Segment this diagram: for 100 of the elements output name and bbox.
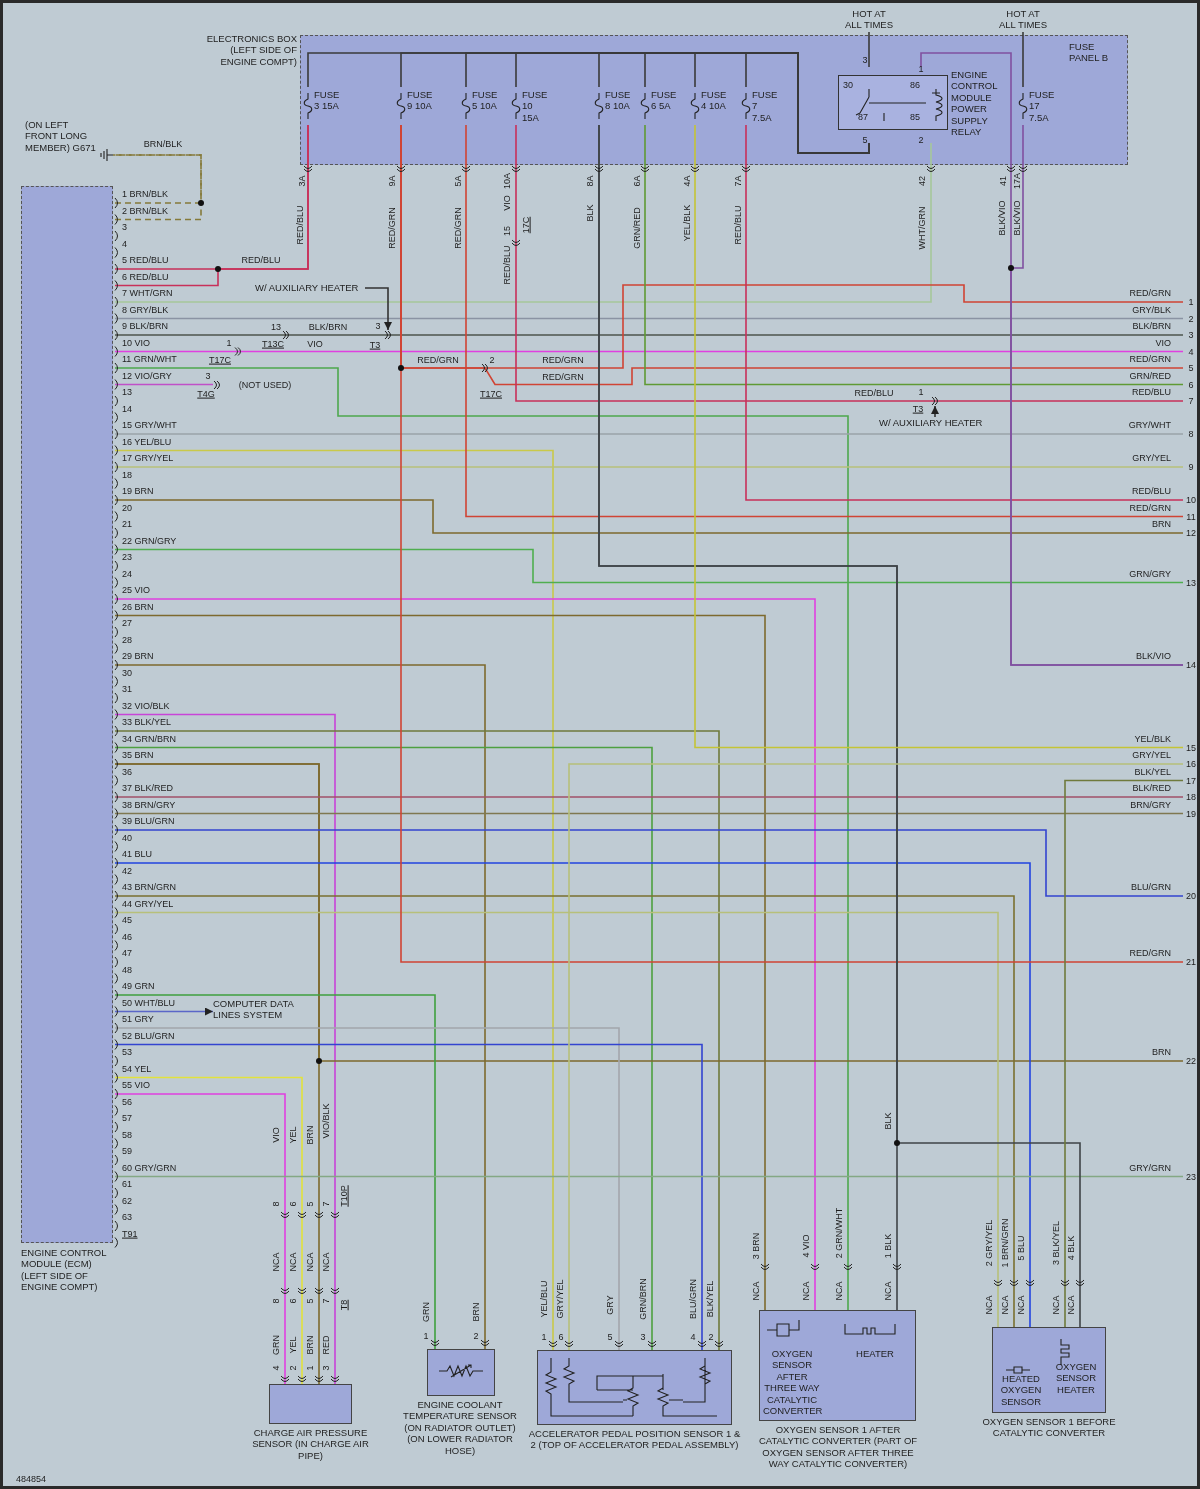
wire-color-label: GRY xyxy=(604,1295,616,1315)
wire xyxy=(568,763,1184,1351)
wire-color-label: NCA xyxy=(1065,1295,1077,1315)
wire-color-label: 3 BRN xyxy=(750,1232,762,1260)
wire-color-label: GRN/RED xyxy=(631,207,643,249)
component-label: ELECTRONICS BOX (LEFT SIDE OF ENGINE COMPT) xyxy=(205,33,297,68)
pin-label: 51 GRY xyxy=(122,1013,154,1025)
page-reference-number: 15 xyxy=(1183,740,1197,755)
pin-label: 24 xyxy=(122,568,132,579)
wire xyxy=(114,334,1184,336)
terminal-number: 13 xyxy=(271,321,281,333)
page-reference-number: 16 xyxy=(1183,757,1197,771)
connector-id: T3 xyxy=(369,339,381,351)
wire xyxy=(114,664,486,1350)
pin-label: 2 BRN/BLK xyxy=(122,205,169,216)
wire-color-label: GRN/RED xyxy=(1129,370,1171,381)
wire-color-label: VIO xyxy=(270,1127,282,1143)
terminal-number: 8 xyxy=(270,1298,282,1304)
terminal-number: 6 xyxy=(558,1331,564,1343)
pin-label: 55 VIO xyxy=(122,1079,150,1091)
page-reference-number: 6 xyxy=(1183,377,1197,392)
pin-label: 32 VIO/BLK xyxy=(122,700,170,711)
terminal-number: 7 xyxy=(320,1298,332,1304)
wire xyxy=(114,449,554,1351)
terminal-number: 1 xyxy=(918,386,924,398)
terminal-number: 2 xyxy=(918,134,924,146)
terminal-number: 3A xyxy=(296,175,308,187)
wire xyxy=(694,124,1184,749)
wire-color-label: NCA xyxy=(800,1281,812,1301)
wire-color-label: 2 GRY/YEL xyxy=(983,1219,995,1267)
terminal-number: 3 xyxy=(862,54,868,66)
wire xyxy=(745,52,870,154)
relay-label: ENGINE CONTROL MODULE POWER SUPPLY RELAY xyxy=(951,69,999,138)
wire-color-label: GRY/BLK xyxy=(1132,304,1171,315)
wire-color-label: RED/BLU xyxy=(732,205,744,245)
wire xyxy=(868,31,870,68)
wire-color-label: RED/BLU xyxy=(241,254,281,266)
wire-color-label: YEL xyxy=(287,1126,299,1144)
wire-color-label: BRN xyxy=(470,1302,482,1322)
terminal-number: 1 xyxy=(423,1330,429,1342)
terminal-number: 42 xyxy=(916,176,928,186)
terminal-number: 2 xyxy=(489,354,495,366)
wire-color-label: 3 BLK/YEL xyxy=(1050,1221,1062,1265)
wire-color-label: BRN/BLK xyxy=(143,138,183,150)
wire-color-label: RED/GRN xyxy=(386,207,398,249)
pin-label: 46 xyxy=(122,931,132,942)
page-reference-number: 1 xyxy=(1183,295,1197,309)
wire-color-label: GRY/YEL xyxy=(554,1279,566,1319)
terminal-number: 5 xyxy=(304,1298,316,1304)
fuse-label: FUSE 10 15A xyxy=(522,89,548,124)
pin-label: 30 xyxy=(122,667,132,678)
terminal-number: 1 xyxy=(226,337,232,349)
wire xyxy=(114,466,1184,468)
note-text: W/ AUXILIARY HEATER xyxy=(879,417,991,430)
wire-color-label: RED/BLU xyxy=(854,387,894,399)
panel-label: FUSE PANEL B xyxy=(1069,41,1110,64)
wire-color-label: RED/BLU xyxy=(1132,485,1171,497)
arrow xyxy=(114,1007,214,1016)
wire xyxy=(112,154,202,204)
page-reference-number: 2 xyxy=(1183,311,1197,326)
pin-label: 16 YEL/BLU xyxy=(122,436,172,447)
pin-label: 39 BLU/GRN xyxy=(122,815,175,827)
pin-label: 22 GRN/GRY xyxy=(122,535,177,546)
terminal-number: 1 xyxy=(304,1365,316,1371)
pin-label: 62 xyxy=(122,1195,132,1206)
wire-color-label: GRN/BRN xyxy=(637,1278,649,1320)
fuse-label: FUSE 4 10A xyxy=(701,89,727,112)
wire xyxy=(465,124,1184,518)
pin-label: 31 xyxy=(122,683,132,695)
wire xyxy=(1022,31,1024,88)
wire xyxy=(114,433,1184,435)
fuse-label: FUSE 3 15A xyxy=(314,89,340,112)
pin-label: 47 xyxy=(122,947,132,959)
wire xyxy=(114,812,1184,815)
leader-line xyxy=(931,405,939,418)
page-reference-number: 13 xyxy=(1183,575,1197,590)
wire xyxy=(114,1175,1184,1178)
wire-color-label: GRN/GRY xyxy=(1129,568,1171,579)
wire-color-label: GRY/GRN xyxy=(1129,1162,1171,1173)
wire-color-label: NCA xyxy=(983,1295,995,1315)
pin-label: 26 BRN xyxy=(122,601,154,612)
wire-color-label: RED/GRN xyxy=(417,354,459,366)
pin-label: 59 xyxy=(122,1145,132,1157)
page-reference-number: 18 xyxy=(1183,790,1197,804)
wire xyxy=(114,317,1184,320)
wire-color-label: BLK/VIO xyxy=(1136,650,1171,662)
wire-color-label: YEL xyxy=(287,1336,299,1354)
wire-color-label: BRN/GRY xyxy=(1130,799,1171,810)
system-label: COMPUTER DATA LINES SYSTEM xyxy=(213,998,308,1024)
wire-color-label: RED/GRN xyxy=(452,207,464,249)
supply-label: HOT AT ALL TIMES xyxy=(843,8,895,32)
pin-label: 17 GRY/YEL xyxy=(122,452,174,464)
wire-color-label: WHT/GRN xyxy=(916,206,928,250)
wire-color-label: RED/BLU xyxy=(1132,386,1171,398)
wire-color-label: RED/GRN xyxy=(1129,353,1171,365)
terminal-number: 86 xyxy=(910,79,920,91)
terminal-number: 4 xyxy=(690,1331,696,1343)
component-label: HEATER xyxy=(855,1348,895,1360)
wire xyxy=(745,124,1184,501)
wire-color-label: NCA xyxy=(320,1252,332,1272)
